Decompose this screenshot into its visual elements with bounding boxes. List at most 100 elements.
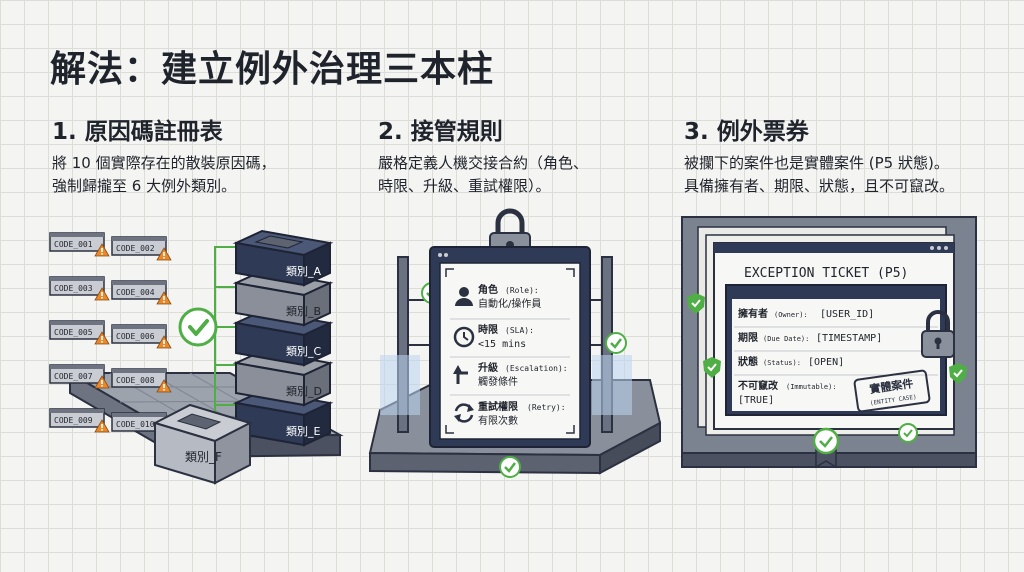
- category-label: 類別_E: [286, 425, 320, 438]
- rule-escalation-en: (Escalation):: [505, 364, 568, 373]
- code-label: CODE_006: [116, 332, 155, 341]
- padlock-icon: [921, 310, 955, 358]
- platform-side: [599, 421, 661, 475]
- pillar-2-heading: 2. 接管規則: [378, 119, 503, 145]
- code-card: CODE_008: [111, 368, 172, 393]
- rule-retry-label: 重試權限: [478, 400, 519, 413]
- category-block: 類別_A: [232, 229, 334, 287]
- person-icon: [455, 287, 473, 306]
- exception-ticket-illustration: EXCEPTION TICKET (P5) 擁有者 (Owner): [USER…: [681, 216, 977, 469]
- code-label: CODE_004: [116, 288, 155, 297]
- code-label: CODE_002: [116, 244, 155, 253]
- code-label: CODE_009: [54, 416, 93, 425]
- rule-sla-value: <15 mins: [478, 339, 526, 350]
- field-due-en: (Due Date):: [763, 335, 809, 343]
- rule-escalation-value: 觸發條件: [478, 375, 518, 388]
- clock-icon: [453, 326, 475, 348]
- code-card: CODE_010: [111, 412, 172, 437]
- code-label: CODE_003: [54, 284, 93, 293]
- category-label: 類別_C: [286, 345, 321, 358]
- rule-role-value: 自動化/操作員: [478, 297, 541, 310]
- pillar-1-desc-line-1: 將 10 個實際存在的散裝原因碼，: [52, 154, 276, 172]
- field-immutable-en: (Immutable):: [786, 383, 837, 391]
- code-card: CODE_002: [111, 236, 172, 261]
- glass-panel-left: [380, 355, 420, 415]
- code-card: CODE_001: [49, 232, 110, 257]
- pillar-3-desc-line-1: 被攔下的案件也是實體案件 (P5 狀態)。: [684, 154, 949, 172]
- stamp-main-text: 實體案件: [869, 376, 915, 396]
- contract-window: [429, 246, 591, 448]
- field-status-en: (Status):: [763, 359, 801, 367]
- field-due-label: 期限: [738, 331, 759, 344]
- pillar-3-desc-line-2: 具備擁有者、期限、狀態，且不可竄改。: [684, 177, 955, 195]
- warning-icon: [94, 243, 110, 257]
- field-status-label: 狀態: [738, 355, 758, 368]
- code-card: CODE_003: [49, 276, 110, 301]
- rule-sla-label: 時限: [478, 323, 499, 336]
- category-block: 類別_C: [232, 309, 334, 367]
- page-title: 解法：建立例外治理三本柱: [50, 49, 495, 90]
- shield-icons: [687, 293, 967, 443]
- rule-role-en: (Role):: [505, 286, 539, 295]
- warning-icon: [94, 419, 110, 433]
- rule-escalation-label: 升級: [478, 361, 498, 374]
- warning-icon: [156, 379, 172, 393]
- warning-icon: [94, 331, 110, 345]
- verified-ribbon-icon: [812, 427, 840, 469]
- category-block: 類別_D: [232, 349, 334, 407]
- ticket-title: EXCEPTION TICKET (P5): [744, 266, 908, 281]
- rule-role-label: 角色: [478, 283, 498, 296]
- pillar-2-description: 嚴格定義人機交接合約（角色、 時限、升級、重試權限）。: [378, 152, 688, 198]
- field-immutable-label: 不可竄改: [738, 379, 779, 392]
- warning-icon: [94, 375, 110, 389]
- field-owner-label: 擁有者: [738, 307, 768, 320]
- category-stack: 類別_E 類別_D 類別_C 類別_B 類別_A: [232, 229, 334, 447]
- code-card: CODE_004: [111, 280, 172, 305]
- check-badge-icon: [178, 307, 218, 347]
- retry-icon: [454, 403, 474, 423]
- pillar-2-desc-line-1: 嚴格定義人機交接合約（角色、: [378, 154, 589, 172]
- rule-sla-en: (SLA):: [505, 326, 534, 335]
- field-owner-en: (Owner):: [774, 311, 808, 319]
- code-label: CODE_008: [116, 376, 155, 385]
- code-label: CODE_005: [54, 328, 93, 337]
- category-label: 類別_D: [286, 385, 322, 398]
- code-label: CODE_001: [54, 240, 93, 249]
- field-status-value: [OPEN]: [808, 357, 844, 368]
- arrow-up-icon: [453, 365, 468, 384]
- code-label: CODE_010: [116, 420, 155, 429]
- field-immutable-value: [TRUE]: [738, 395, 774, 406]
- pillar-3-heading: 3. 例外票券: [684, 119, 809, 145]
- warning-icon: [94, 287, 110, 301]
- code-label: CODE_007: [54, 372, 93, 381]
- code-card: CODE_006: [111, 324, 172, 349]
- rule-retry-value: 有限次數: [478, 414, 518, 427]
- platform-front: [369, 451, 601, 475]
- pillar-1: 1. 原因碼註冊表 將 10 個實際存在的散裝原因碼， 強制歸攏至 6 大例外類…: [52, 112, 362, 198]
- field-due-value: [TIMESTAMP]: [816, 333, 882, 344]
- code-card: CODE_009: [49, 408, 110, 433]
- pillar-2: 2. 接管規則 嚴格定義人機交接合約（角色、 時限、升級、重試權限）。: [378, 112, 688, 198]
- pillar-1-heading: 1. 原因碼註冊表: [52, 119, 223, 145]
- takeover-rules-illustration: 角色 (Role): 自動化/操作員 時限 (SLA): <15 mins 升級…: [368, 208, 662, 478]
- pillar-2-desc-line-2: 時限、升級、重試權限）。: [378, 177, 551, 195]
- warning-icon: [156, 335, 172, 349]
- exception-ticket-card: EXCEPTION TICKET (P5): [713, 242, 955, 430]
- pillar-3-description: 被攔下的案件也是實體案件 (P5 狀態)。 具備擁有者、期限、狀態，且不可竄改。: [684, 152, 994, 198]
- pillar-1-description: 將 10 個實際存在的散裝原因碼， 強制歸攏至 6 大例外類別。: [52, 152, 362, 198]
- category-block-f: 類別_F: [152, 403, 253, 485]
- warning-icon: [156, 291, 172, 305]
- glass-panel-right: [592, 355, 632, 415]
- field-owner-value: [USER_ID]: [820, 309, 874, 320]
- pillar-3: 3. 例外票券 被攔下的案件也是實體案件 (P5 狀態)。 具備擁有者、期限、狀…: [684, 112, 994, 198]
- code-card: CODE_005: [49, 320, 110, 345]
- code-card: CODE_007: [49, 364, 110, 389]
- rule-retry-en: (Retry):: [527, 403, 566, 412]
- category-label: 類別_B: [286, 305, 321, 318]
- category-label: 類別_A: [286, 265, 321, 278]
- category-label-f: 類別_F: [185, 450, 222, 464]
- pillar-1-desc-line-2: 強制歸攏至 6 大例外類別。: [52, 177, 237, 195]
- warning-icon: [156, 247, 172, 261]
